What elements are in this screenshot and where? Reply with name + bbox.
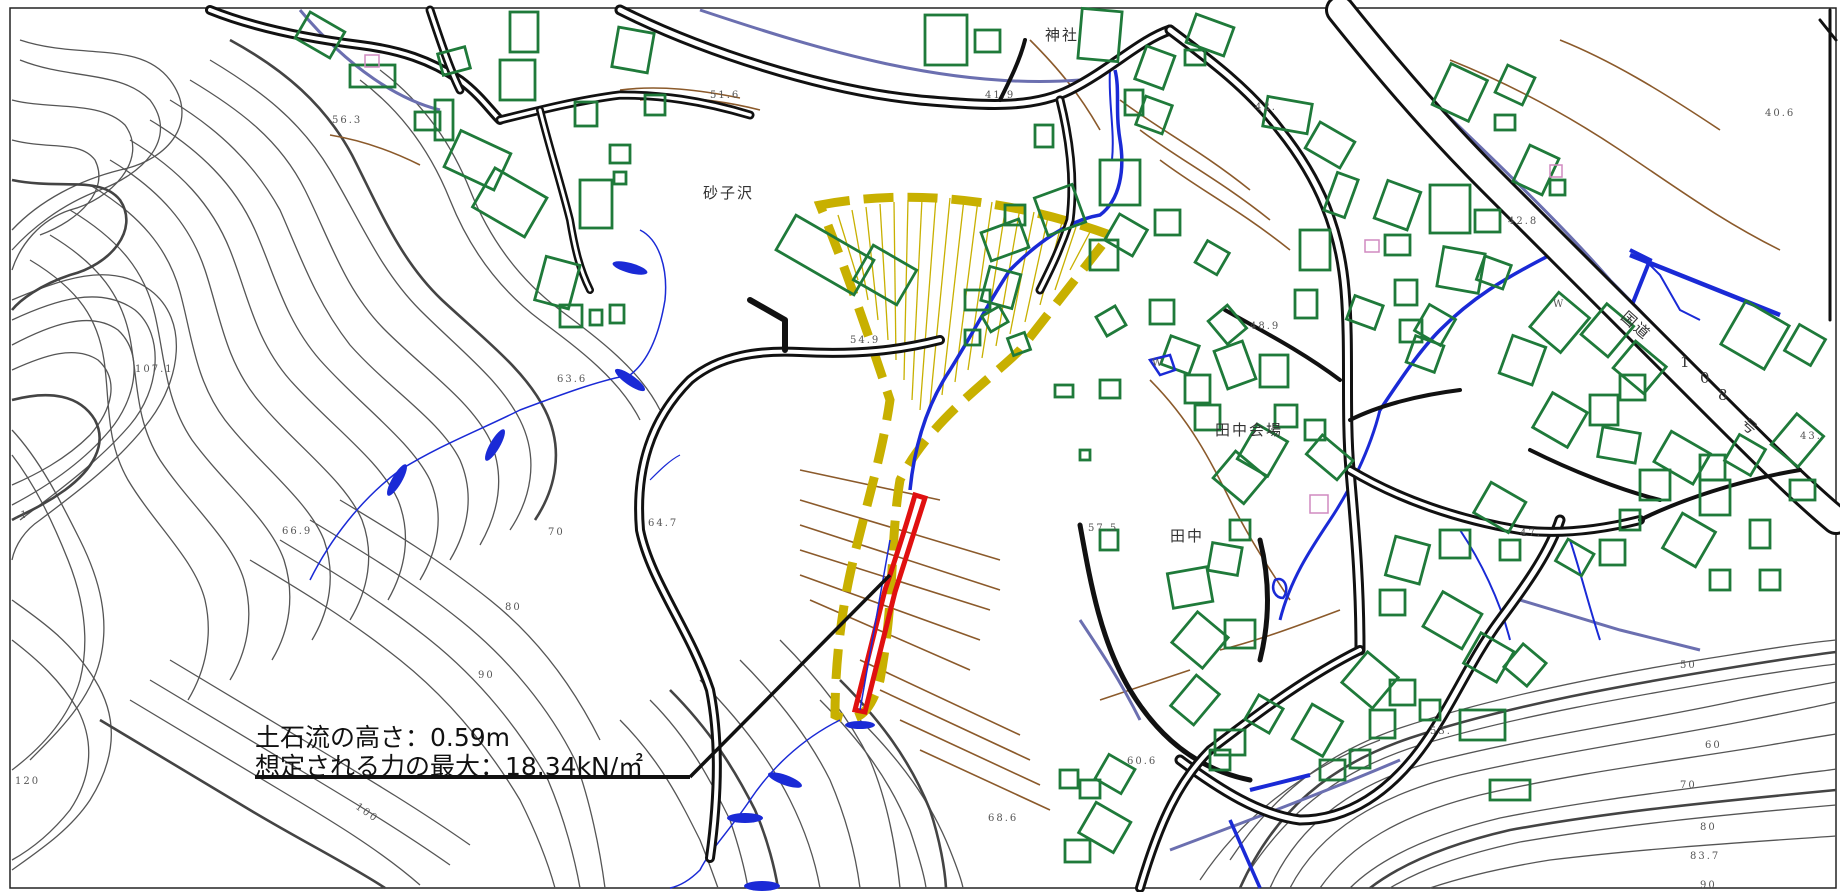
contour-label-80b: 80 [1700,822,1717,833]
contour-label-70b: 70 [1680,780,1697,791]
culvert-markers [387,261,875,891]
buildings [293,6,1828,864]
terraces [329,39,1781,811]
contour-label-60b: 60 [1705,740,1722,751]
hazard-channel [851,491,929,715]
rivers [309,69,1781,889]
contour-label-100: 100 [353,801,380,824]
elevation-47: 47. [1520,528,1542,539]
route-label-num-1: 1 [1680,353,1692,371]
elevation-54-9: 54.9 [850,335,880,346]
elevation-51-6: 51.6 [710,90,740,101]
elevation-57-5: 57.5 [1088,523,1118,534]
route-label-num-3: 8 [1718,386,1730,404]
place-label-sunagozawa: 砂子沢 [703,184,754,202]
debris-flow-force-label: 想定される力の最大：18.34kN/㎡ [255,752,643,781]
elevation-60-6: 60.6 [1127,756,1157,767]
marker-w-1: W [1553,299,1565,310]
place-label-tanaka-kaisho: 田中会場 [1215,421,1283,439]
contour-label-90b: 90 [1700,880,1717,891]
elevation-40-6: 40.6 [1765,108,1795,119]
elevation-63-6: 63.6 [557,374,587,385]
hazard-zone [813,192,1118,724]
elevation-64-7: 64.7 [648,518,678,529]
elevation-56-3: 56.3 [332,115,362,126]
callout-leader [255,573,892,779]
contour-label-120: 120 [15,776,40,787]
elevation-83-7: 83.7 [1690,851,1720,862]
building-roofs-pink [364,54,1563,514]
elevation-42-8: 42.8 [1508,216,1538,227]
contour-label-70a: 70 [548,527,565,538]
elevation-66-9: 66.9 [282,526,312,537]
marker-w-2: W [1152,358,1164,369]
contour-label-80a: 80 [505,602,522,613]
water-tanks [1147,353,1288,600]
elevation-48-9: 48.9 [1250,321,1280,332]
elevation-107-1: 107.1 [135,364,174,375]
elevation-41-9: 41.9 [985,90,1015,101]
elevation-68-6: 68.6 [988,813,1018,824]
contour-label-50: 50 [1680,660,1697,671]
contour-lines [11,39,964,889]
elevation-53: 53. [1430,726,1452,737]
map-border [9,7,1837,889]
debris-flow-height-label: 土石流の高さ：0.59m [255,723,510,752]
contour-lines-east-thick [1238,650,1837,890]
place-label-tanaka: 田中 [1170,527,1204,545]
contour-label-1: .1 [15,510,29,521]
contour-label-90a: 90 [478,670,495,681]
elevation-43: 43. [1800,431,1822,442]
elevation-42: 42. [1255,102,1277,113]
roads [205,0,1840,893]
route-label-num-2: 0 [1700,369,1712,387]
contour-lines-east [1199,639,1837,889]
place-label-jinja: 神社 [1045,26,1079,44]
